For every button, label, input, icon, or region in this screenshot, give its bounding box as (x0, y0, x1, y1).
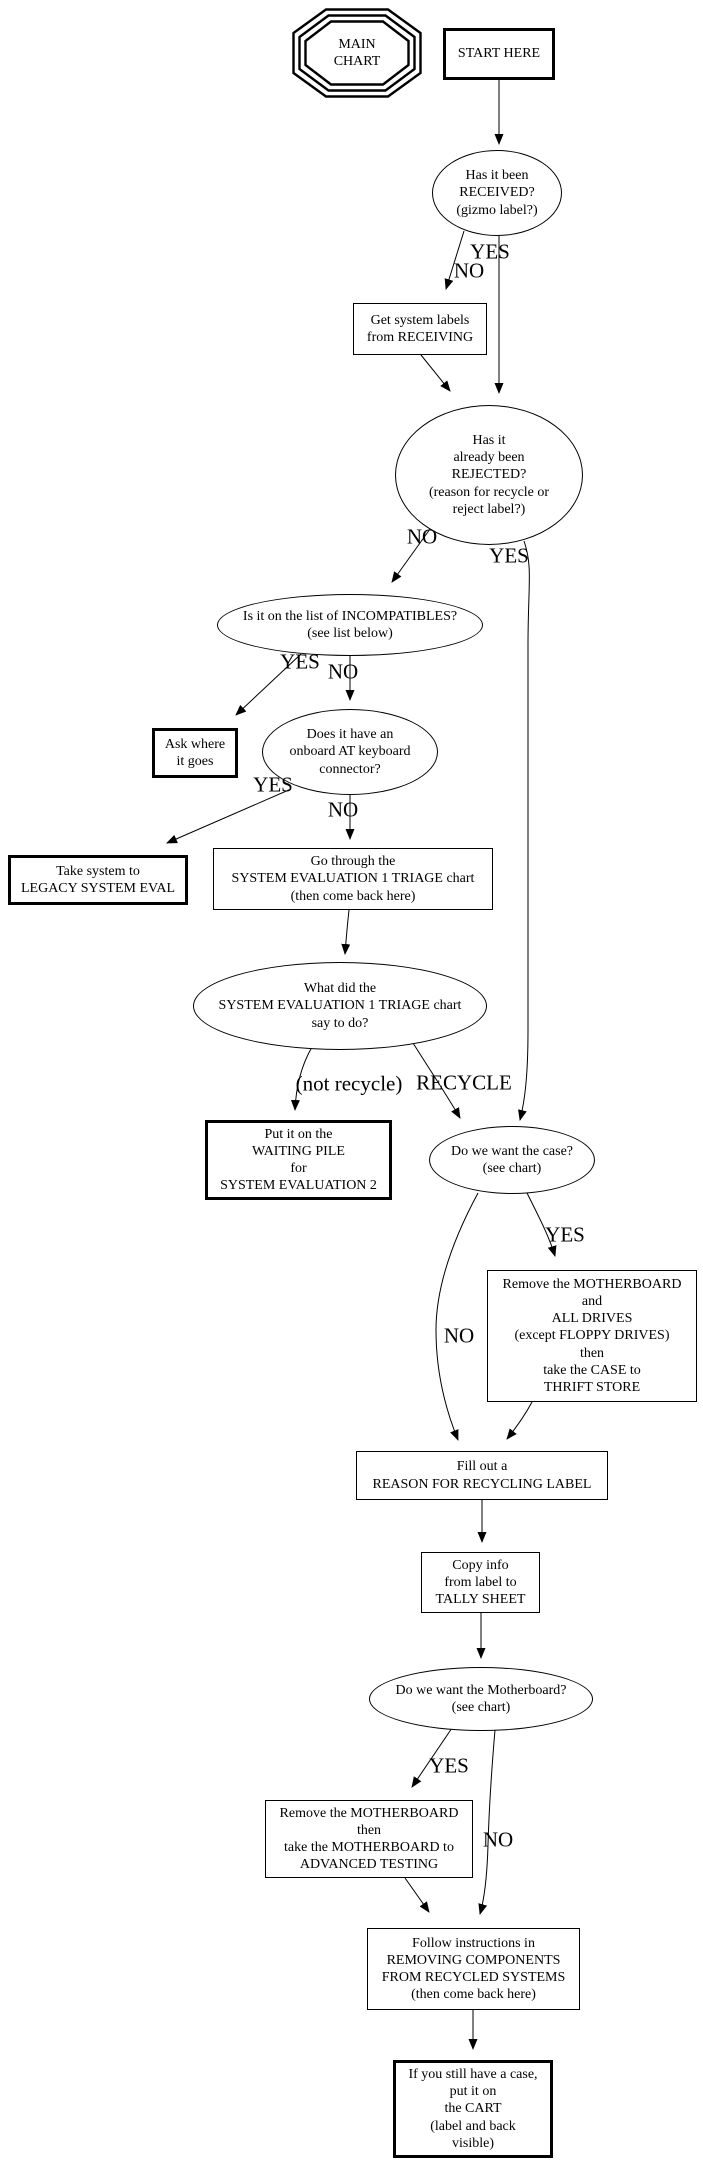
edge-label-received-no: NO (453, 258, 485, 283)
edge-wantmb-no (478, 1729, 496, 1915)
edge-thrift-to-label (506, 1401, 533, 1440)
edge-label-at-yes: YES (253, 772, 293, 797)
at-connector-decision: Does it have an onboard AT keyboard conn… (262, 709, 438, 795)
edge-label-motherboard-no: NO (482, 1827, 514, 1852)
edge-label-rejected-yes: YES (489, 543, 529, 568)
edge-wantmb-yes (411, 1727, 453, 1788)
edge-label-not-recycle: (not recycle) (295, 1071, 403, 1096)
edge-label-received-yes: YES (470, 239, 510, 264)
recycling-label-node: Fill out a REASON FOR RECYCLING LABEL (356, 1451, 608, 1500)
edge-label-incompatibles-no: NO (327, 659, 359, 684)
triage-result-decision: What did the SYSTEM EVALUATION 1 TRIAGE … (193, 962, 487, 1050)
edge-result-notrecycle (290, 1046, 313, 1111)
edge-at-yes (166, 788, 292, 844)
edge-incompatibles-yes (235, 653, 302, 716)
triage-chart-node: Go through the SYSTEM EVALUATION 1 TRIAG… (213, 848, 493, 910)
edge-getlabels-to-rejected (420, 354, 451, 392)
remove-for-thrift-node: Remove the MOTHERBOARD and ALL DRIVES (e… (487, 1270, 697, 1402)
waiting-pile-node: Put it on the WAITING PILE for SYSTEM EV… (205, 1120, 392, 1200)
edge-rejected-yes-long (518, 540, 530, 1121)
edge-triage-to-result (341, 909, 351, 955)
want-motherboard-decision: Do we want the Motherboard? (see chart) (369, 1667, 593, 1731)
incompatibles-decision: Is it on the list of INCOMPATIBLES? (see… (217, 594, 483, 656)
edge-label-case-no: NO (443, 1323, 475, 1348)
advanced-testing-node: Remove the MOTHERBOARD then take the MOT… (265, 1800, 473, 1878)
tally-sheet-node: Copy info from label to TALLY SHEET (421, 1552, 540, 1613)
start-here-node: START HERE (443, 28, 555, 80)
received-decision: Has it been RECEIVED? (gizmo label?) (432, 150, 562, 236)
main-chart-node: MAIN CHART (292, 8, 422, 98)
edge-case-yes (526, 1192, 557, 1257)
triple-octagon-icon (292, 8, 422, 98)
cart-node: If you still have a case, put it on the … (393, 2060, 553, 2158)
edge-label-recycle: RECYCLE (416, 1070, 512, 1095)
removing-components-node: Follow instructions in REMOVING COMPONEN… (367, 1928, 580, 2010)
rejected-decision: Has it already been REJECTED? (reason fo… (395, 405, 583, 545)
get-labels-node: Get system labels from RECEIVING (353, 303, 487, 355)
edge-label-case-yes: YES (545, 1222, 585, 1247)
edge-rejected-no (391, 528, 431, 583)
edge-label-rejected-no: NO (406, 524, 438, 549)
edge-label-motherboard-yes: YES (429, 1753, 469, 1778)
edge-label-incompatibles-yes: YES (280, 649, 320, 674)
edge-received-no (444, 230, 465, 290)
edge-case-no (435, 1192, 479, 1441)
edge-result-recycle (412, 1042, 461, 1119)
ask-where-node: Ask where it goes (152, 728, 238, 778)
edge-advtest-to-removing (404, 1877, 430, 1913)
main-chart-label: MAIN CHART (333, 36, 381, 70)
legacy-eval-node: Take system to LEGACY SYSTEM EVAL (8, 855, 188, 905)
edge-label-at-no: NO (327, 797, 359, 822)
want-case-decision: Do we want the case? (see chart) (429, 1126, 595, 1194)
